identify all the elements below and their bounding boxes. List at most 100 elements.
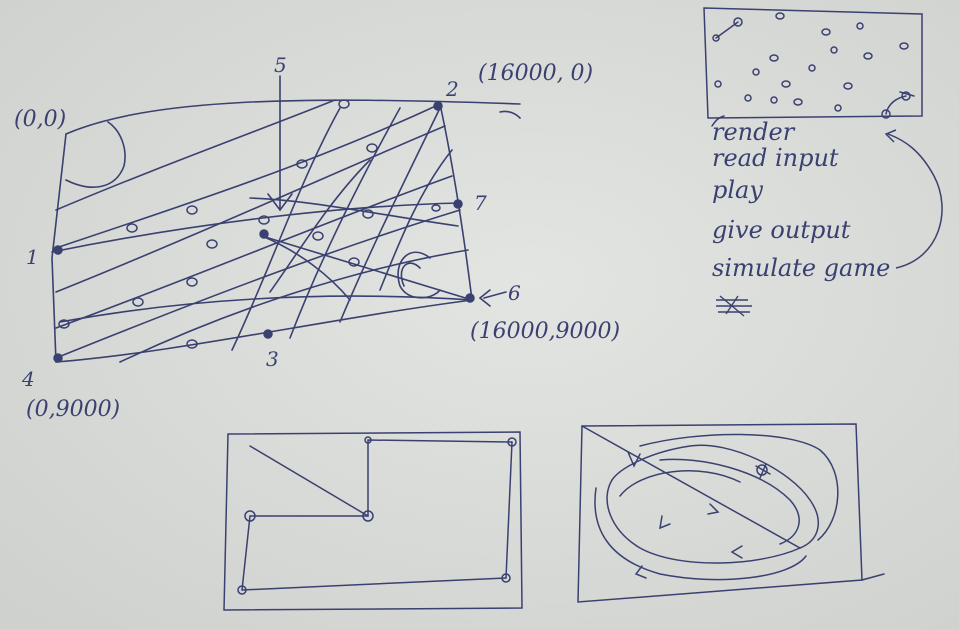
collectible-dot bbox=[366, 143, 378, 153]
hatch-line bbox=[55, 99, 336, 211]
hatch-line bbox=[55, 175, 453, 329]
node-6 bbox=[465, 293, 475, 303]
hatch-line bbox=[231, 107, 341, 351]
collectible-dot bbox=[348, 257, 360, 267]
node-1 bbox=[53, 245, 63, 255]
hatch-line bbox=[55, 103, 441, 249]
waypoint-node bbox=[237, 585, 247, 595]
mini-map-node bbox=[733, 17, 743, 27]
collectible-dot bbox=[312, 231, 324, 241]
corner-label-top-right: (16000, 0) bbox=[478, 61, 593, 86]
collectible-dot bbox=[362, 209, 374, 219]
collectible-dot bbox=[58, 319, 70, 329]
collectible-dot bbox=[296, 159, 308, 169]
main-labels: (0,0) (16000, 0) (16000,9000) (0,9000) 1… bbox=[14, 53, 620, 422]
hatch-line bbox=[289, 107, 401, 339]
path-segment bbox=[241, 577, 507, 591]
corner-arc-bottom-right-inner bbox=[400, 262, 421, 287]
mini-map-dot bbox=[781, 80, 791, 88]
mini-map-dot bbox=[770, 96, 778, 104]
path-panel-frame bbox=[223, 431, 523, 611]
mini-map-link bbox=[885, 95, 907, 115]
scribbled-out-mark bbox=[716, 295, 752, 317]
flow-arrowhead bbox=[627, 451, 641, 468]
hatch-line bbox=[261, 235, 351, 301]
node-7 bbox=[453, 199, 463, 209]
node-2 bbox=[433, 101, 443, 111]
flow-curve bbox=[581, 425, 819, 549]
corner-label-bottom-right: (16000,9000) bbox=[470, 319, 620, 344]
point-label-6: 6 bbox=[508, 281, 521, 305]
note-step: play bbox=[712, 176, 763, 204]
collectible-dot bbox=[338, 99, 350, 109]
mini-map-dot bbox=[830, 46, 838, 54]
mini-map-dot bbox=[821, 28, 831, 36]
mini-map-link bbox=[899, 91, 915, 97]
collectible-dot bbox=[258, 215, 270, 225]
hatch-line bbox=[51, 202, 461, 253]
mini-map-frame bbox=[703, 7, 923, 119]
field-top-edge bbox=[65, 99, 521, 135]
flow-arrowhead bbox=[730, 545, 743, 559]
mini-map-dot bbox=[856, 22, 864, 30]
hatch-line bbox=[379, 149, 453, 291]
field-left-edge bbox=[51, 133, 67, 363]
mini-map-link bbox=[715, 21, 739, 39]
arrow-5-head bbox=[267, 193, 293, 212]
point-label-4: 4 bbox=[21, 367, 35, 391]
mini-map-dot bbox=[843, 82, 853, 90]
mini-map-node bbox=[881, 109, 891, 119]
field-nodes bbox=[53, 99, 475, 363]
flow-panel-tick bbox=[861, 573, 885, 581]
flow-arrowhead bbox=[707, 503, 720, 515]
note-step: read input bbox=[712, 144, 839, 172]
note-step: simulate game bbox=[712, 254, 890, 282]
collectible-dot bbox=[132, 297, 144, 307]
mini-map-corner-tick bbox=[711, 115, 725, 127]
waypoint-node bbox=[501, 573, 511, 583]
point-label-3: 3 bbox=[266, 347, 279, 371]
hatch-line bbox=[339, 107, 441, 323]
path-segment bbox=[367, 439, 513, 517]
field-right-edge bbox=[439, 103, 473, 301]
hatch-line bbox=[55, 125, 446, 293]
flow-curve bbox=[639, 433, 839, 541]
node-5-target bbox=[259, 229, 269, 239]
collectible-dot bbox=[126, 223, 138, 233]
game-loop-notes: render read input play give output simul… bbox=[712, 118, 943, 317]
hatch-line bbox=[119, 249, 469, 363]
collectible-dot bbox=[186, 205, 198, 215]
corner-label-top-left: (0,0) bbox=[14, 107, 66, 132]
flow-arrowhead bbox=[634, 565, 647, 579]
collectible-dot bbox=[206, 239, 218, 249]
collectible-dot bbox=[186, 277, 198, 287]
collectible-dot bbox=[431, 204, 441, 212]
waypoint-node bbox=[507, 437, 517, 447]
main-field-diagram bbox=[51, 75, 521, 363]
path-segment bbox=[505, 441, 513, 579]
waypoint-node bbox=[244, 510, 256, 522]
mini-map-dot bbox=[793, 98, 803, 106]
mini-map-dot bbox=[775, 12, 785, 20]
path-segment bbox=[241, 515, 251, 591]
corner-label-bottom-left: (0,9000) bbox=[26, 397, 120, 422]
waypoint-node bbox=[364, 436, 372, 444]
mini-map-dot bbox=[899, 42, 909, 50]
mini-map-dot bbox=[744, 94, 752, 102]
flow-curve bbox=[606, 479, 801, 564]
note-step: render bbox=[712, 118, 796, 146]
mini-map-dot bbox=[863, 52, 873, 60]
mini-map-node bbox=[712, 34, 720, 42]
flow-sketch-panel bbox=[577, 423, 885, 603]
point-label-5: 5 bbox=[274, 53, 287, 77]
flow-curve bbox=[594, 487, 807, 581]
flow-curve bbox=[619, 470, 741, 497]
node-3 bbox=[263, 329, 273, 339]
mini-map-dot bbox=[752, 68, 760, 76]
mini-map-dot bbox=[834, 104, 842, 112]
mini-map-diagram bbox=[703, 7, 923, 127]
corner-arc-top-left bbox=[65, 121, 126, 188]
mini-map-dot bbox=[808, 64, 816, 72]
flow-curve bbox=[659, 458, 800, 545]
